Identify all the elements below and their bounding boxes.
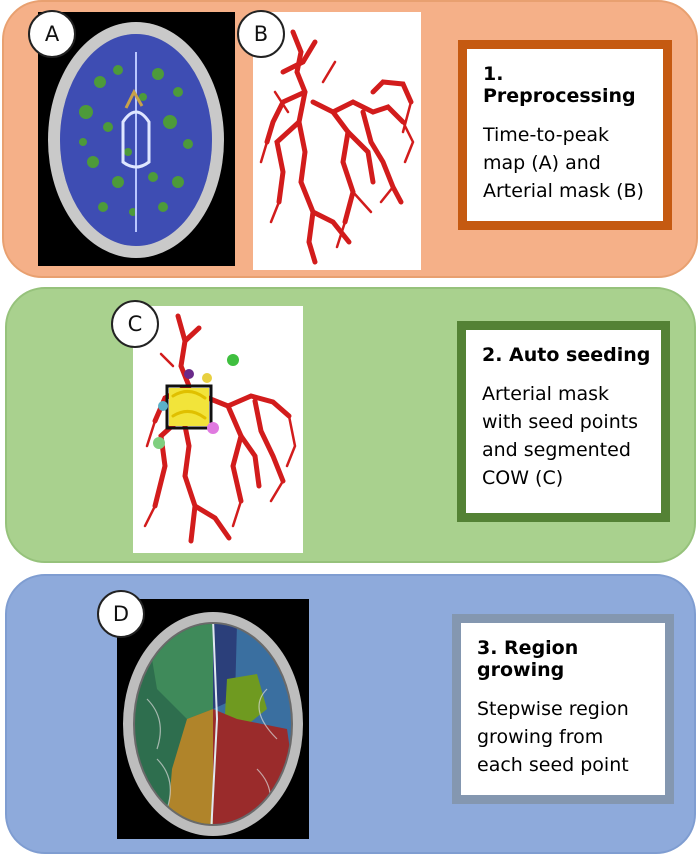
step-title: 2. Auto seeding [482,344,651,366]
badge-d: D [97,590,145,638]
step-box-preprocessing: 1. Preprocessing Time-to-peak map (A) an… [458,40,672,230]
arterial-mask-image [253,12,421,270]
time-to-peak-map-image [38,12,235,266]
step-title: 1. Preprocessing [483,63,636,107]
step-description: Time-to-peak map (A) and Arterial mask (… [483,124,644,202]
badge-a: A [28,10,76,58]
step-box-region-growing: 3. Region growing Stepwise region growin… [452,614,674,804]
region-growing-ct-image [117,599,309,839]
arterial-mask-seed-points-image [133,306,303,553]
step-description: Stepwise region growing from each seed p… [477,698,629,776]
badge-b: B [237,10,285,58]
step-title: 3. Region growing [477,637,579,681]
step-box-auto-seeding: 2. Auto seeding Arterial mask with seed … [457,321,670,522]
step-description: Arterial mask with seed points and segme… [482,383,639,489]
badge-c: C [111,300,159,348]
